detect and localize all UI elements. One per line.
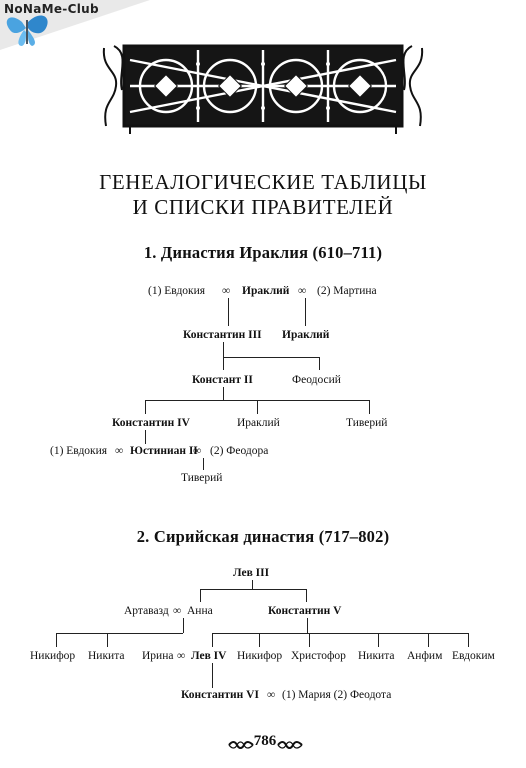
s1-evdokia-1: (1) Евдокия [148,285,206,297]
s1-theodosius: Феодосий [292,374,341,386]
folio-ornament-left [228,737,254,755]
s2-anthimos: Анфим [407,650,443,662]
s2-nikephoros-2: Никифор [237,650,283,662]
section1-title: 1. Династия Ираклия (610–711) [143,243,383,262]
s2-line [212,633,468,634]
s1-heraclius-2: Ираклий [237,417,280,429]
s2-line [309,633,310,647]
s1-line [145,400,146,414]
s1-line [203,458,204,470]
s1-line [223,387,224,400]
s2-line [200,589,306,590]
s2-line [56,633,57,647]
s1-heraclonas: Ираклий [282,329,330,341]
s2-marriage-symbol-3: ∞ [267,689,276,701]
ornament-icon [277,741,303,749]
s1-justinian-ii: Юстиниан II [130,445,198,457]
s2-line [307,618,308,633]
s2-line [428,633,429,647]
s2-irene: Ирина [142,650,174,662]
page-title-line2: И СПИСКИ ПРАВИТЕЛЕЙ [132,195,394,219]
s1-constantine-iv: Константин IV [112,417,190,429]
s2-line [212,633,213,647]
section2-title: 2. Сирийская династия (717–802) [136,527,390,546]
page-title-line1: ГЕНЕАЛОГИЧЕСКИЕ ТАБЛИЦЫ [99,170,427,194]
s2-line [252,580,253,589]
s2-niketas-2: Никита [358,650,395,662]
s2-marriage-symbol-1: ∞ [173,605,182,617]
s1-line [257,400,258,414]
s1-marriage-symbol-2: ∞ [298,285,307,297]
folio-ornament-right [277,737,303,755]
s1-line [145,430,146,444]
s1-line [369,400,370,414]
s2-christopher: Христофор [291,650,346,662]
s1-line [228,298,229,326]
s2-nikephoros-1: Никифор [30,650,76,662]
s1-marriage-symbol-4: ∞ [193,445,202,457]
s1-tiberius-2: Тиверий [181,472,223,484]
s1-line [305,298,306,326]
watermark-logo [0,0,150,50]
s2-line [183,618,184,633]
s1-heraclius: Ираклий [242,285,290,297]
s2-line [306,589,307,602]
s2-constantine-v: Константин V [268,605,342,617]
s2-maria-theodote: (1) Мария (2) Феодота [282,689,392,701]
s1-line [223,342,224,370]
s1-theodora: (2) Феодора [210,445,269,457]
page-title: ГЕНЕАЛОГИЧЕСКИЕ ТАБЛИЦЫ И СПИСКИ ПРАВИТЕ… [53,170,473,220]
page-number: 786 [253,733,277,749]
s1-evdokia-2: (1) Евдокия [50,445,108,457]
header-ornament [100,40,426,135]
s2-artavasdos: Артавазд [124,605,169,617]
s1-marriage-symbol-1: ∞ [222,285,231,297]
s2-leo-iii: Лев III [233,567,270,579]
ornament-icon [228,741,254,749]
s2-niketas-1: Никита [88,650,125,662]
s1-constans-ii: Констант II [192,374,253,386]
s2-line [56,633,183,634]
s2-line [212,663,213,688]
s2-eudokimos: Евдоким [452,650,495,662]
s2-line [200,589,201,602]
s1-constantine-iii: Константин III [183,329,262,341]
s2-marriage-symbol-2: ∞ [177,650,186,662]
s1-line [319,357,320,370]
watermark-text: NoNaMe-Club [4,2,99,16]
s2-line [378,633,379,647]
s2-line [468,633,469,647]
s2-line [107,633,108,647]
s2-anna: Анна [187,605,213,617]
s2-constantine-vi: Константин VI [181,689,259,701]
s1-martina: (2) Мартина [317,285,377,297]
s1-tiberius: Тиверий [346,417,388,429]
s1-marriage-symbol-3: ∞ [115,445,124,457]
butterfly-icon [0,0,150,50]
s2-leo-iv: Лев IV [191,650,227,662]
s1-line [223,357,319,358]
s2-line [259,633,260,647]
